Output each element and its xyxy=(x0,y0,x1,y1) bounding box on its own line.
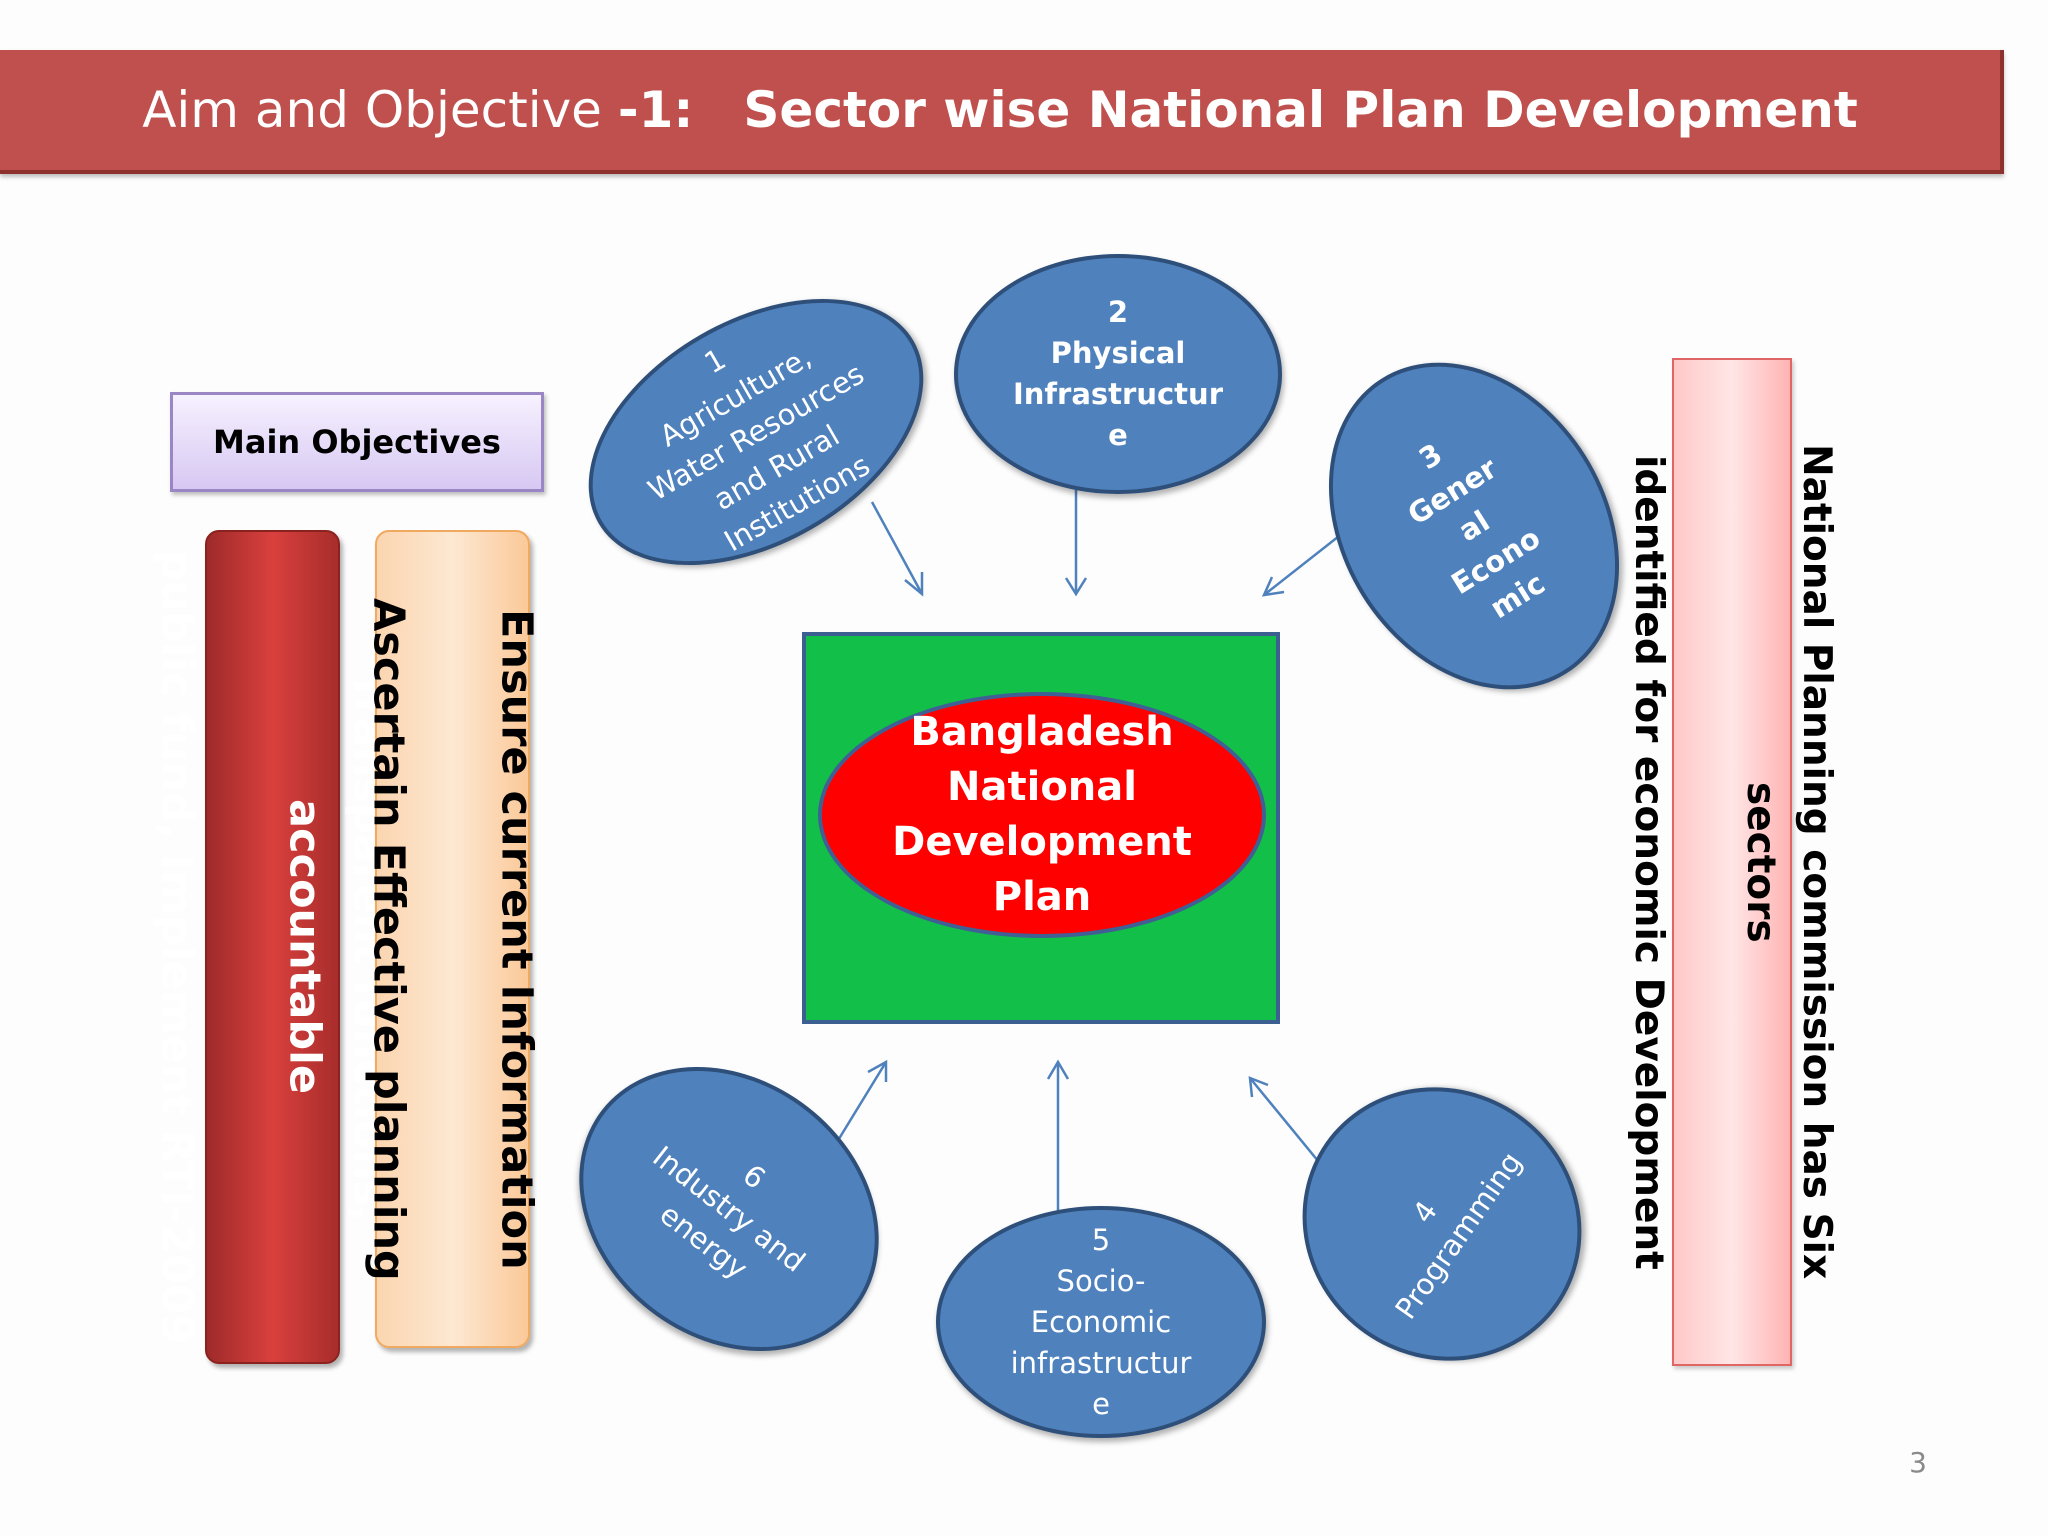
arrow-sector-5 xyxy=(1046,1059,1070,1216)
sector-2-label: 2 Physical Infrastructur e xyxy=(1013,292,1223,456)
sector-line: 5 xyxy=(1091,1222,1111,1257)
six-sectors-note-box: National Planning commission has Six sec… xyxy=(1626,358,1839,1366)
objective-transparency-box: Transparent functions, accountable publi… xyxy=(152,530,394,1364)
note-line: National Planning commission has Six sec… xyxy=(1738,444,1839,1280)
objective-information-text: Ensure current Information Ascertain Eff… xyxy=(293,598,613,1281)
sector-6-label: 6 Industry and energy xyxy=(619,1104,839,1314)
arrow-sector-1 xyxy=(870,501,924,597)
sector-3-label: 3 Gener al Econo mic xyxy=(1378,413,1570,639)
main-objectives-label: Main Objectives xyxy=(213,423,501,461)
sector-line: Physical xyxy=(1050,336,1186,370)
page-number: 3 xyxy=(1909,1446,1927,1479)
center-ellipse: Bangladesh National Development Plan xyxy=(818,692,1266,938)
arrow-sector-2 xyxy=(1064,490,1088,597)
sector-line: e xyxy=(1092,1386,1110,1421)
sector-line: e xyxy=(1108,418,1128,452)
sector-line: Infrastructur xyxy=(1013,377,1223,411)
center-line: Development xyxy=(892,819,1192,865)
sector-line: Economic xyxy=(1030,1304,1172,1339)
sector-5-label: 5 Socio- Economic infrastructur e xyxy=(1011,1220,1192,1425)
main-objectives-box: Main Objectives xyxy=(170,392,544,492)
sector-2-physical-infrastructure: 2 Physical Infrastructur e xyxy=(954,254,1282,494)
title-main: Sector wise National Plan Development xyxy=(743,81,1858,139)
sector-4-label: 4 Programming xyxy=(1352,1120,1531,1327)
sector-line: Programming xyxy=(1388,1145,1529,1326)
note-line: identified for economic Development xyxy=(1626,454,1671,1270)
center-line: Bangladesh xyxy=(910,709,1174,755)
title-banner: Aim and Objective -1: Sector wise Nationa… xyxy=(0,50,2004,174)
objective-line: Ensure current Information xyxy=(491,608,542,1270)
sector-line: Socio- xyxy=(1056,1263,1146,1298)
six-sectors-note-text: National Planning commission has Six sec… xyxy=(1564,360,1900,1364)
sector-line: 2 xyxy=(1107,295,1129,329)
sector-line: infrastructur xyxy=(1010,1345,1192,1380)
sector-5-socio-economic-infrastructure: 5 Socio- Economic infrastructur e xyxy=(936,1206,1266,1438)
objective-line: Ascertain Effective planning xyxy=(363,597,414,1281)
center-line: Plan xyxy=(992,874,1092,920)
title-prefix: Aim and Objective xyxy=(142,81,602,139)
title-number: -1: xyxy=(617,81,694,139)
center-line: National xyxy=(947,764,1137,810)
objective-information-box: Ensure current Information Ascertain Eff… xyxy=(364,530,542,1348)
objective-line: public fund, Implement RTI-2009 xyxy=(151,550,202,1344)
